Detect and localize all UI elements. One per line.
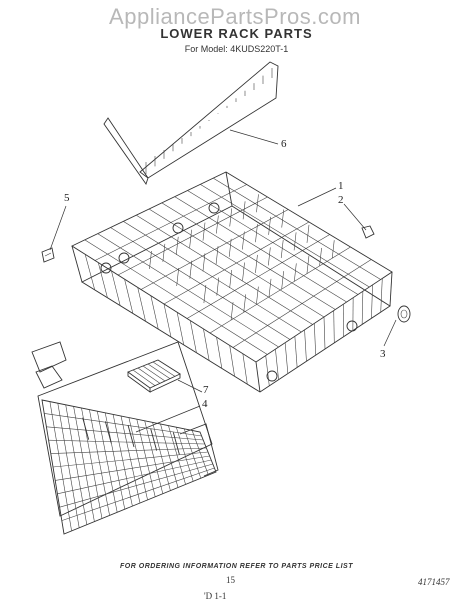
rack-side-wire bbox=[362, 291, 363, 324]
tine-post bbox=[268, 247, 270, 265]
tine-post bbox=[243, 262, 245, 280]
rack-side-wire bbox=[285, 343, 288, 374]
tine-post bbox=[256, 287, 258, 305]
rack-side-wire bbox=[177, 312, 184, 345]
rack-side-wire bbox=[324, 317, 325, 349]
rack-side-wire bbox=[164, 304, 171, 337]
leader-line-7 bbox=[178, 380, 202, 392]
callout-1: 1 bbox=[338, 180, 344, 192]
tine-post bbox=[282, 271, 284, 289]
page-number: 15 bbox=[226, 575, 235, 585]
wheel-hub bbox=[401, 310, 407, 318]
rack-side-wire bbox=[138, 287, 146, 321]
leader-line-5 bbox=[50, 206, 66, 250]
document-number: 4171457 bbox=[418, 577, 450, 587]
rack-top-rim bbox=[72, 172, 392, 362]
cover-slots bbox=[133, 362, 175, 386]
part-6-tine-row bbox=[104, 62, 278, 184]
rack-side-wire bbox=[266, 356, 270, 386]
basket-mesh-wire bbox=[60, 464, 213, 507]
rack-roller bbox=[267, 371, 277, 381]
tine-post bbox=[231, 302, 233, 320]
basket-divider bbox=[83, 418, 89, 440]
rack-wire bbox=[187, 235, 330, 319]
tine-post bbox=[176, 237, 178, 255]
tine-row-end bbox=[104, 118, 148, 184]
rack-side-wire bbox=[371, 285, 372, 318]
rack-wire bbox=[141, 210, 288, 290]
leader-line-4 bbox=[136, 406, 200, 432]
rack-side-wire bbox=[151, 296, 158, 329]
rack-side-wire bbox=[381, 278, 383, 312]
tine-post bbox=[230, 270, 232, 288]
tine-post bbox=[307, 225, 309, 243]
rack-corner-right bbox=[390, 272, 392, 306]
rack-side-wire bbox=[125, 279, 133, 313]
part-1-lower-rack bbox=[72, 172, 392, 392]
cover-top bbox=[128, 360, 180, 388]
tine-post bbox=[204, 285, 206, 303]
callout-5: 5 bbox=[64, 192, 70, 204]
rack-side-wire bbox=[230, 345, 235, 376]
leader-line-2 bbox=[344, 204, 366, 230]
rack-side-wire bbox=[334, 311, 335, 343]
basket-mesh-wire bbox=[55, 456, 209, 480]
tine-post bbox=[190, 230, 192, 248]
part-7-cover bbox=[128, 360, 180, 392]
rack-side-wire bbox=[217, 337, 222, 368]
rack-roller bbox=[347, 321, 357, 331]
wheel-outer bbox=[398, 306, 410, 322]
part-3-wheel bbox=[398, 306, 410, 322]
rack-side-wire bbox=[243, 354, 247, 384]
ordering-note: FOR ORDERING INFORMATION REFER TO PARTS … bbox=[0, 563, 473, 570]
rack-side-wire bbox=[295, 336, 297, 367]
rack-roller bbox=[209, 203, 219, 213]
tine-post bbox=[294, 263, 296, 281]
rack-roller bbox=[119, 253, 129, 263]
callout-7: 7 bbox=[203, 384, 209, 396]
basket-mesh-wire bbox=[53, 452, 208, 467]
rack-roller bbox=[173, 223, 183, 233]
tine-post bbox=[216, 216, 218, 234]
basket-handle-left bbox=[36, 366, 62, 388]
rack-side-wire bbox=[305, 330, 307, 361]
rack-wire bbox=[95, 185, 247, 261]
tine-row-tines bbox=[146, 68, 272, 174]
clip-detail bbox=[45, 253, 51, 256]
cover-side bbox=[150, 374, 180, 392]
basket-mesh-wire bbox=[51, 448, 207, 454]
rack-tine-posts bbox=[149, 194, 334, 320]
leader-line-3 bbox=[384, 320, 396, 346]
tine-post bbox=[255, 255, 257, 273]
rack-side-wire bbox=[314, 323, 315, 355]
rack-side-wire bbox=[203, 329, 209, 361]
part-4-silverware-basket bbox=[32, 342, 218, 534]
rack-side-wire bbox=[190, 321, 196, 353]
tine-post bbox=[177, 268, 179, 286]
tine-post bbox=[256, 194, 258, 212]
rack-wire bbox=[233, 260, 371, 348]
callout-3: 3 bbox=[380, 348, 386, 360]
cover-side bbox=[128, 372, 150, 392]
part-5-clip bbox=[42, 248, 54, 262]
tine-post bbox=[269, 279, 271, 297]
rack-corner-front bbox=[256, 362, 260, 392]
rack-side-wire bbox=[111, 271, 120, 306]
clip-body bbox=[42, 248, 54, 262]
leader-line-6 bbox=[230, 130, 278, 144]
rack-wire bbox=[118, 197, 268, 275]
tine-post bbox=[203, 253, 205, 271]
callout-6: 6 bbox=[281, 138, 287, 150]
basket-mesh-wire bbox=[46, 427, 203, 440]
leader-lines bbox=[50, 130, 396, 432]
tine-post bbox=[203, 223, 205, 241]
basket-handle-grip bbox=[32, 342, 66, 372]
leader-line-1 bbox=[298, 188, 336, 206]
tine-post bbox=[149, 251, 151, 269]
callout-2: 2 bbox=[338, 194, 344, 206]
tine-post bbox=[332, 240, 334, 258]
callout-4: 4 bbox=[202, 398, 208, 410]
